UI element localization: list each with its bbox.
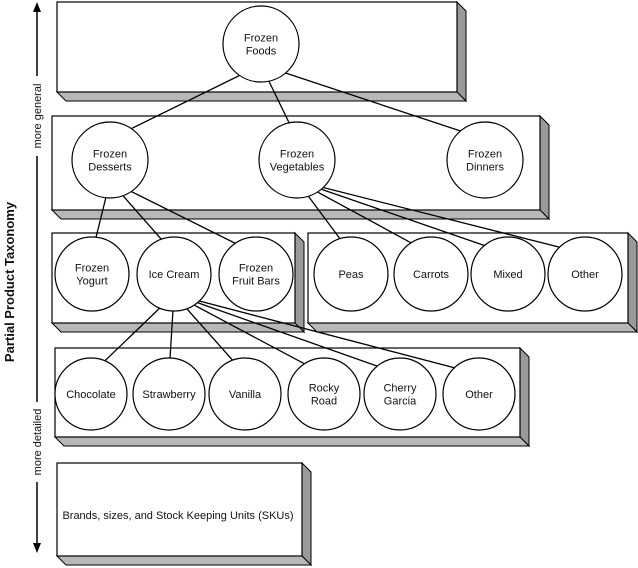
axis-top-label: more general <box>32 84 44 149</box>
node-peas-label: Peas <box>338 269 364 281</box>
node-carrots: Carrots <box>393 236 469 312</box>
diagram-title: Partial Product Taxonomy <box>2 201 17 362</box>
edge-frozen-vegetables-to-carrots <box>296 180 432 255</box>
node-chocolate-circle <box>54 357 128 431</box>
edge-ice-cream-to-flavor-other <box>173 293 480 375</box>
node-mixed-label: Mixed <box>493 269 522 281</box>
node-veg-other: Other <box>547 236 623 312</box>
node-veg-other-label: Other <box>571 269 599 281</box>
sku-box-label: Brands, sizes, and Stock Keeping Units (… <box>62 510 293 522</box>
node-frozen-vegetables-circle <box>258 121 336 199</box>
node-vanilla-circle <box>208 357 282 431</box>
node-rocky-road-circle <box>287 357 361 431</box>
node-strawberry-label: Strawberry <box>142 389 196 401</box>
node-chocolate: Chocolate <box>54 357 128 431</box>
node-vanilla: Vanilla <box>208 357 282 431</box>
node-vanilla-label: Vanilla <box>229 389 262 401</box>
node-flavor-other: Other <box>442 357 516 431</box>
axis-bottom-label: more detailed <box>32 409 44 476</box>
edge-frozen-foods-to-frozen-dinners <box>260 64 486 140</box>
node-ice-cream: Ice Cream <box>136 236 212 312</box>
node-mixed: Mixed <box>470 236 546 312</box>
node-veg-other-circle <box>547 236 623 312</box>
node-carrots-circle <box>393 236 469 312</box>
node-peas: Peas <box>313 236 389 312</box>
node-frozen-foods-circle <box>222 5 300 83</box>
node-strawberry: Strawberry <box>132 357 206 431</box>
edge-frozen-desserts-to-frozen-fruit-bars <box>109 180 257 255</box>
node-mixed-circle <box>470 236 546 312</box>
node-frozen-dinners-circle <box>446 121 524 199</box>
edge-frozen-foods-to-frozen-desserts <box>109 64 262 140</box>
edge-ice-cream-to-rocky-road <box>173 293 325 375</box>
node-flavor-other-circle <box>442 357 516 431</box>
node-frozen-fruit-bars-circle <box>218 236 294 312</box>
node-peas-circle <box>313 236 389 312</box>
level-box-skus <box>55 461 313 567</box>
node-cherry-garcia-circle <box>363 357 437 431</box>
edge-frozen-vegetables-to-mixed <box>296 180 509 255</box>
node-frozen-desserts-circle <box>71 121 149 199</box>
node-chocolate-label: Chocolate <box>66 389 116 401</box>
node-carrots-label: Carrots <box>413 269 450 281</box>
node-strawberry-circle <box>132 357 206 431</box>
node-ice-cream-circle <box>136 236 212 312</box>
edge-frozen-vegetables-to-veg-other <box>296 180 586 255</box>
node-flavor-other-label: Other <box>465 389 493 401</box>
node-ice-cream-label: Ice Cream <box>149 269 200 281</box>
node-frozen-yogurt-circle <box>54 236 130 312</box>
edge-ice-cream-to-cherry-garcia <box>173 293 401 375</box>
